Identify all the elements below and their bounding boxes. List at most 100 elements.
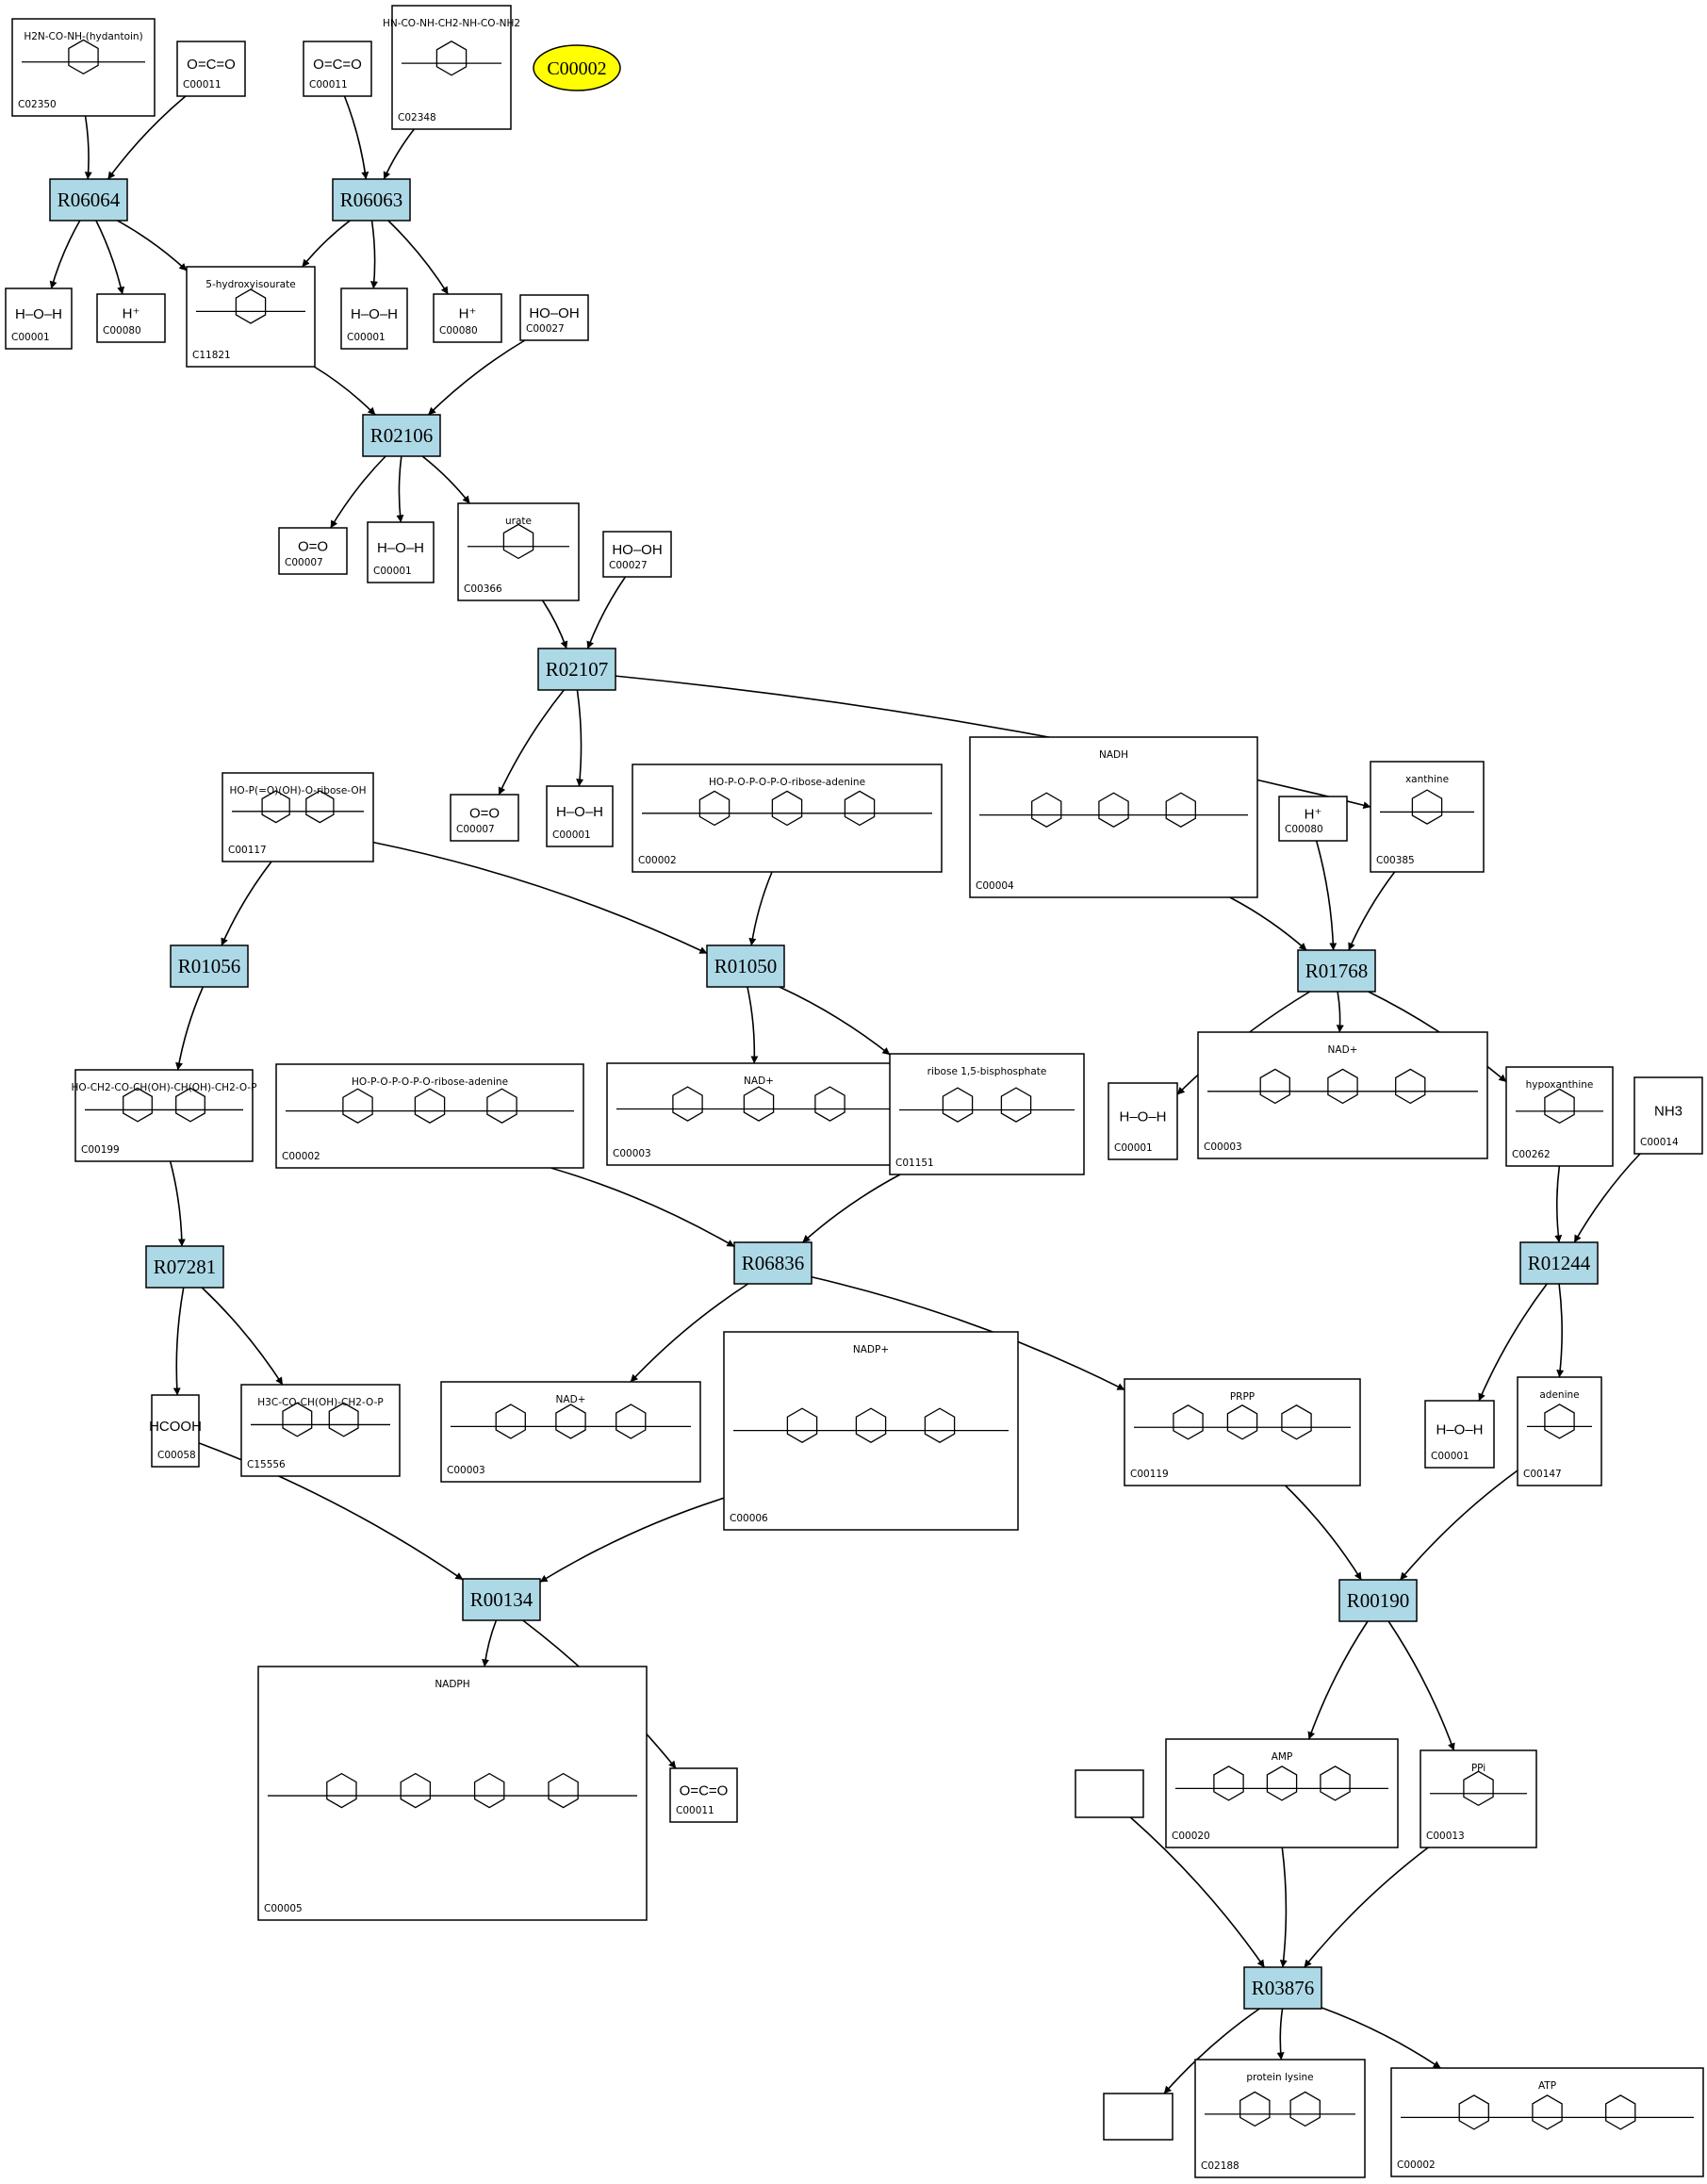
compound-formula: O=O xyxy=(469,806,500,822)
compound-node-blank1[interactable] xyxy=(1075,1769,1144,1818)
compound-box xyxy=(303,41,372,97)
reaction-node-R00134[interactable]: R00134 xyxy=(462,1578,541,1621)
highlight-compound[interactable]: C00002 xyxy=(533,44,621,91)
reaction-edge xyxy=(1387,1620,1455,1751)
compound-id-label: C01151 xyxy=(895,1158,934,1169)
reaction-node-R01056[interactable]: R01056 xyxy=(170,944,249,988)
reaction-node-R00190[interactable]: R00190 xyxy=(1338,1579,1418,1622)
reaction-node-R06063[interactable]: R06063 xyxy=(332,178,411,222)
reaction-label: R06064 xyxy=(57,189,121,211)
structure-drawing xyxy=(1207,1068,1478,1105)
compound-box xyxy=(1103,2093,1174,2141)
reaction-edge xyxy=(586,576,627,649)
compound-box xyxy=(1075,1769,1144,1818)
compound-node-blank2[interactable] xyxy=(1103,2093,1174,2141)
compound-formula: NAD+ xyxy=(556,1394,586,1405)
compound-id-label: C00080 xyxy=(439,325,478,337)
compound-node-c00020[interactable]: C00020 AMP xyxy=(1165,1738,1399,1848)
reaction-node-R06836[interactable]: R06836 xyxy=(733,1241,812,1285)
compound-box xyxy=(275,1063,584,1169)
reaction-node-R03876[interactable]: R03876 xyxy=(1243,1966,1322,2010)
reaction-edge xyxy=(550,1167,735,1248)
reaction-edge xyxy=(84,115,92,180)
reaction-box xyxy=(1297,949,1376,993)
reaction-node-R02106[interactable]: R02106 xyxy=(362,414,441,457)
reaction-edge xyxy=(1163,2008,1260,2094)
reaction-edge xyxy=(748,871,773,946)
compound-box xyxy=(391,5,512,130)
compound-formula: HN-CO-NH-CH2-NH-CO-NH2 xyxy=(383,18,520,29)
reaction-edge xyxy=(107,95,187,180)
compound-box xyxy=(606,1062,911,1166)
reaction-label: R00134 xyxy=(470,1588,533,1611)
reaction-node-R07281[interactable]: R07281 xyxy=(145,1245,224,1289)
compound-formula: H–O–H xyxy=(556,804,603,820)
compound-id-label: C00119 xyxy=(1130,1469,1169,1480)
reaction-edge xyxy=(1276,2008,1285,2061)
reaction-node-R01244[interactable]: R01244 xyxy=(1519,1241,1599,1285)
structure-drawing xyxy=(1380,789,1474,825)
reaction-edge xyxy=(1336,991,1344,1033)
reaction-edge xyxy=(421,455,470,504)
compound-box xyxy=(889,1053,1085,1175)
reaction-edge xyxy=(1321,2007,1441,2069)
reaction-edge xyxy=(383,128,416,180)
reaction-node-R01768[interactable]: R01768 xyxy=(1297,949,1376,993)
compound-id-label: C00011 xyxy=(309,79,348,90)
compound-formula: NADP+ xyxy=(853,1344,889,1355)
reaction-edge xyxy=(330,455,386,529)
compound-id-label: C00020 xyxy=(1172,1831,1210,1842)
reaction-node-R01050[interactable]: R01050 xyxy=(706,944,785,988)
reaction-node-R02107[interactable]: R02107 xyxy=(537,648,616,691)
compound-id-label: C00027 xyxy=(609,560,648,571)
compound-box xyxy=(1278,796,1348,842)
reaction-node-R06064[interactable]: R06064 xyxy=(49,178,128,222)
structure-drawing xyxy=(733,1407,1009,1443)
reaction-edge xyxy=(1285,1485,1362,1581)
reaction-edge xyxy=(1279,1847,1288,1968)
compound-formula: AMP xyxy=(1272,1751,1293,1763)
